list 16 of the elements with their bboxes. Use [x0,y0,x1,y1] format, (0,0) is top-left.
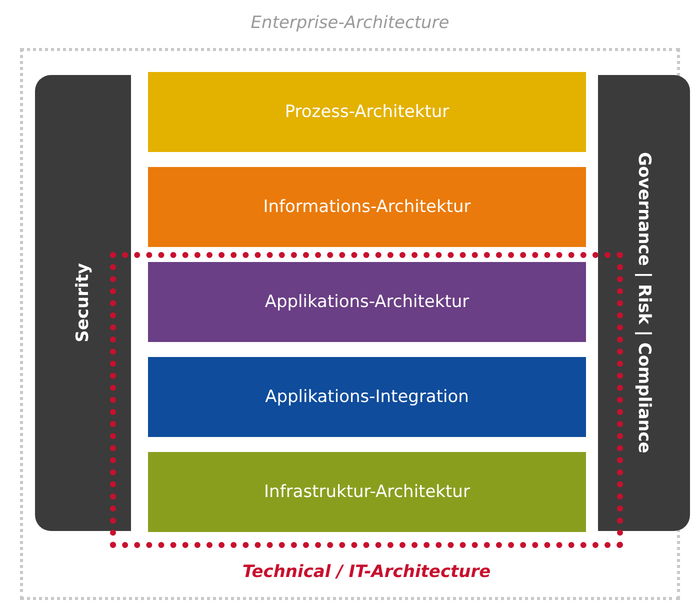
frame-title: Enterprise-Architecture [250,13,450,33]
layer-label: Informations-Architektur [263,197,471,217]
layer-label: Infrastruktur-Architektur [264,482,470,502]
side-bar [598,75,690,531]
layer-bar [148,262,586,342]
layer-label: Applikations-Integration [265,387,469,407]
frame-title: Technical / IT-Architecture [241,562,492,582]
bar-label: Security [73,263,93,343]
layer-bar [148,167,586,247]
side-bar [35,75,131,531]
layer-bar [148,357,586,437]
layer-label: Prozess-Architektur [284,102,450,122]
layer-label: Applikations-Architektur [264,292,470,312]
layer-bar [148,72,586,152]
bar-label: Governance | Risk | Compliance [634,152,654,454]
layer-bar [148,452,586,532]
